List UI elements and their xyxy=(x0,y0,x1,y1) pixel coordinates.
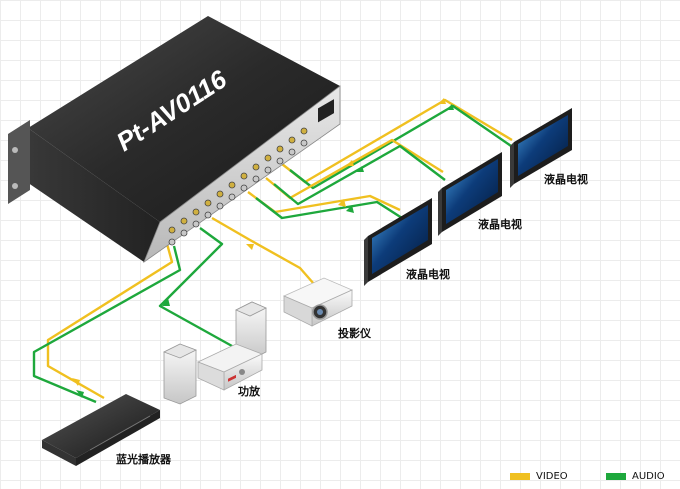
bluray-player-icon xyxy=(42,394,160,466)
connector-row xyxy=(168,139,308,246)
legend-video: VIDEO xyxy=(510,471,568,482)
audio-cable-tv3 xyxy=(289,104,515,190)
cables xyxy=(32,98,515,404)
power-socket xyxy=(318,99,334,123)
tv-screen xyxy=(518,115,568,176)
audio-cable-bluray xyxy=(32,245,182,404)
amplifier-label: 功放 xyxy=(238,385,260,398)
tv-label: 液晶电视 xyxy=(544,173,588,186)
tv-side xyxy=(510,142,514,188)
arrow-marker xyxy=(346,160,354,166)
audio-cable-amplifier xyxy=(158,227,233,348)
bluray-top xyxy=(42,394,160,458)
video-cable-projector xyxy=(211,216,315,285)
chassis-side xyxy=(18,128,160,262)
bluray-side xyxy=(42,440,76,466)
legend-audio-label: AUDIO xyxy=(632,471,665,482)
cable-arrows xyxy=(72,98,454,398)
audio-cable-tv1 xyxy=(255,197,403,220)
av-matrix-switcher-icon: Pt-AV0116 xyxy=(8,16,341,264)
bluray-label: 蓝光播放器 xyxy=(116,453,171,466)
connector-row xyxy=(168,127,308,234)
tv-label: 液晶电视 xyxy=(406,268,450,281)
arrow-marker xyxy=(246,244,254,250)
tv-side xyxy=(438,188,442,236)
arrow-marker xyxy=(356,166,364,172)
arrow-marker xyxy=(446,104,454,110)
rack-ear xyxy=(8,120,30,204)
arrow-marker xyxy=(72,378,80,386)
tv-label: 液晶电视 xyxy=(478,218,522,231)
audio-swatch xyxy=(606,473,626,480)
bluray-front xyxy=(76,410,160,466)
arrow-marker xyxy=(346,205,354,213)
audio-cable-tv2 xyxy=(273,144,446,206)
lcd-tv-icon xyxy=(438,152,502,236)
arrow-marker xyxy=(162,298,170,306)
arrow-marker xyxy=(76,390,84,398)
tv-screen xyxy=(446,159,498,224)
lcd-tv-icon xyxy=(364,198,432,286)
arrow-marker xyxy=(338,199,346,207)
tv-side xyxy=(364,236,368,286)
video-cable-bluray xyxy=(46,239,174,400)
projector-label: 投影仪 xyxy=(338,327,371,340)
tv-screen xyxy=(372,205,428,274)
amplifier-icon xyxy=(196,343,264,391)
arrow-marker xyxy=(438,98,446,104)
video-swatch xyxy=(510,473,530,480)
chassis-top xyxy=(28,16,340,222)
projector-icon xyxy=(283,277,353,327)
lcd-tv-icon xyxy=(510,108,572,188)
projector-side xyxy=(283,295,313,327)
legend-video-label: VIDEO xyxy=(536,471,568,482)
speaker-icon xyxy=(163,343,197,405)
legend-audio: AUDIO xyxy=(606,471,665,482)
